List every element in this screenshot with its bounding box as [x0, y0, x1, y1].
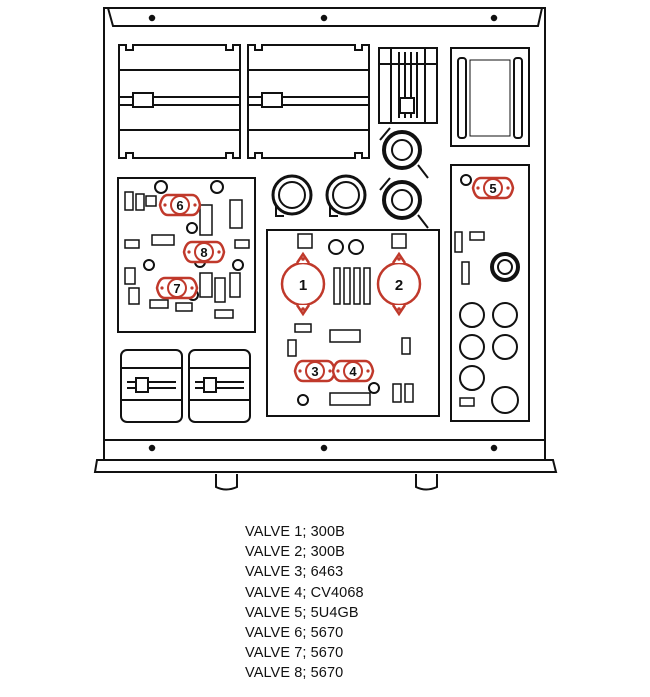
screw-holes — [148, 14, 498, 452]
valve-6-marker: 6 — [158, 193, 202, 217]
valve-6-label: 6 — [176, 198, 183, 213]
amplifier-chassis-diagram: 1 2 3 4 5 6 7 8 — [93, 7, 558, 491]
valve-5-label: 5 — [489, 181, 496, 196]
valve-2-marker: 2 — [376, 251, 422, 317]
output-board — [266, 229, 440, 417]
mains-transformer — [450, 47, 530, 147]
valve-2-label: 2 — [395, 277, 403, 294]
legend-item-valve-8: VALVE 8; 5670 — [245, 665, 344, 682]
valve-4-marker: 4 — [331, 359, 375, 383]
valve-1-marker: 1 — [280, 251, 326, 317]
legend-item-valve-6: VALVE 6; 5670 — [245, 625, 344, 642]
valve-5-marker: 5 — [471, 176, 515, 200]
legend-item-valve-5: VALVE 5; 5U4GB — [245, 604, 359, 621]
chassis — [93, 7, 558, 491]
rectifier-sockets-top — [271, 174, 367, 217]
capacitor-bank-right — [247, 44, 370, 159]
valve-3-label: 3 — [311, 364, 318, 379]
octal-sockets-right — [379, 127, 429, 229]
capacitor-bank-left — [118, 44, 241, 159]
valve-3-marker: 3 — [293, 359, 337, 383]
valve-4-label: 4 — [349, 364, 357, 379]
legend-item-valve-2: VALVE 2; 300B — [245, 544, 345, 561]
output-transformer-right — [188, 349, 251, 423]
power-supply-board — [450, 164, 530, 422]
valve-markers: 1 2 3 4 5 6 7 8 — [155, 176, 515, 383]
valve-7-label: 7 — [173, 281, 180, 296]
legend-item-valve-3: VALVE 3; 6463 — [245, 564, 344, 581]
output-transformer-left — [120, 349, 183, 423]
valve-7-marker: 7 — [155, 276, 199, 300]
valve-legend: VALVE 1; 300B VALVE 2; 300B VALVE 3; 646… — [245, 522, 545, 684]
legend-item-valve-4: VALVE 4; CV4068 — [245, 584, 364, 601]
legend-item-valve-7: VALVE 7; 5670 — [245, 645, 344, 662]
choke — [378, 47, 438, 124]
legend-item-valve-1: VALVE 1; 300B — [245, 524, 345, 540]
valve-8-marker: 8 — [182, 240, 226, 264]
valve-1-label: 1 — [299, 277, 307, 294]
valve-8-label: 8 — [200, 245, 207, 260]
